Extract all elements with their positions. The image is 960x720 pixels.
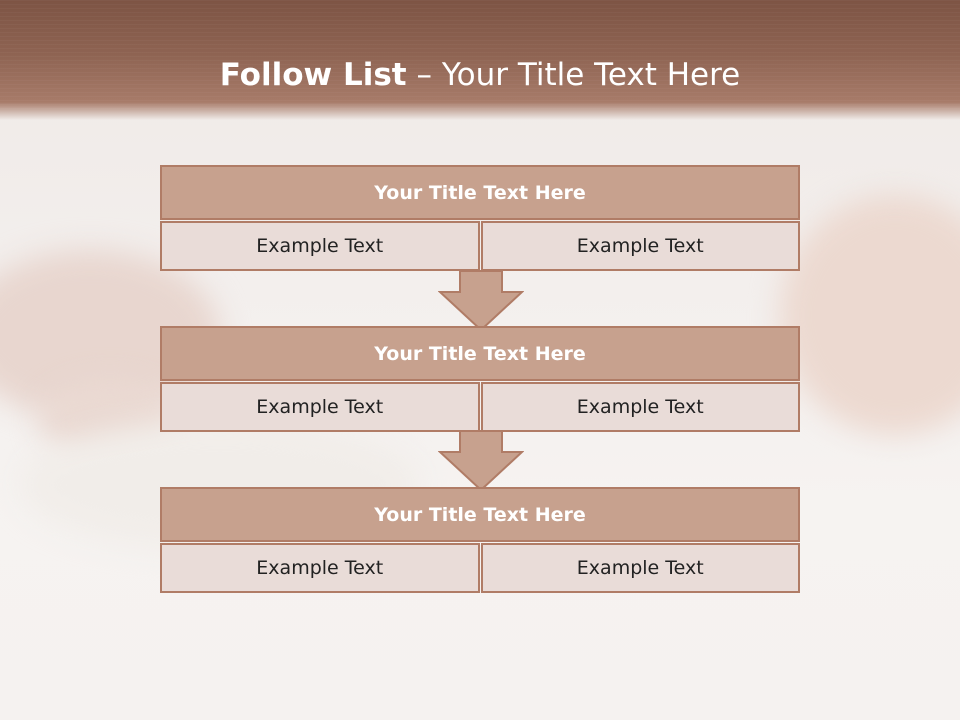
step-box-1: Your Title Text Here Example Text Exampl… xyxy=(160,165,800,271)
step-right-text: Example Text xyxy=(480,382,800,432)
step-left-text: Example Text xyxy=(160,543,480,593)
step-right-text: Example Text xyxy=(480,221,800,271)
step-title: Your Title Text Here xyxy=(160,326,800,381)
step-left-text: Example Text xyxy=(160,221,480,271)
down-arrow-icon xyxy=(438,430,524,492)
step-left-text: Example Text xyxy=(160,382,480,432)
step-right-text: Example Text xyxy=(480,543,800,593)
step-title: Your Title Text Here xyxy=(160,165,800,220)
title-rest: – Your Title Text Here xyxy=(406,57,741,93)
step-title: Your Title Text Here xyxy=(160,487,800,542)
step-box-3: Your Title Text Here Example Text Exampl… xyxy=(160,487,800,593)
title-bold: Follow List xyxy=(219,57,407,93)
slide-title: Follow List – Your Title Text Here xyxy=(0,52,960,98)
header-bar xyxy=(0,0,960,120)
step-box-2: Your Title Text Here Example Text Exampl… xyxy=(160,326,800,432)
down-arrow-icon xyxy=(438,270,524,332)
